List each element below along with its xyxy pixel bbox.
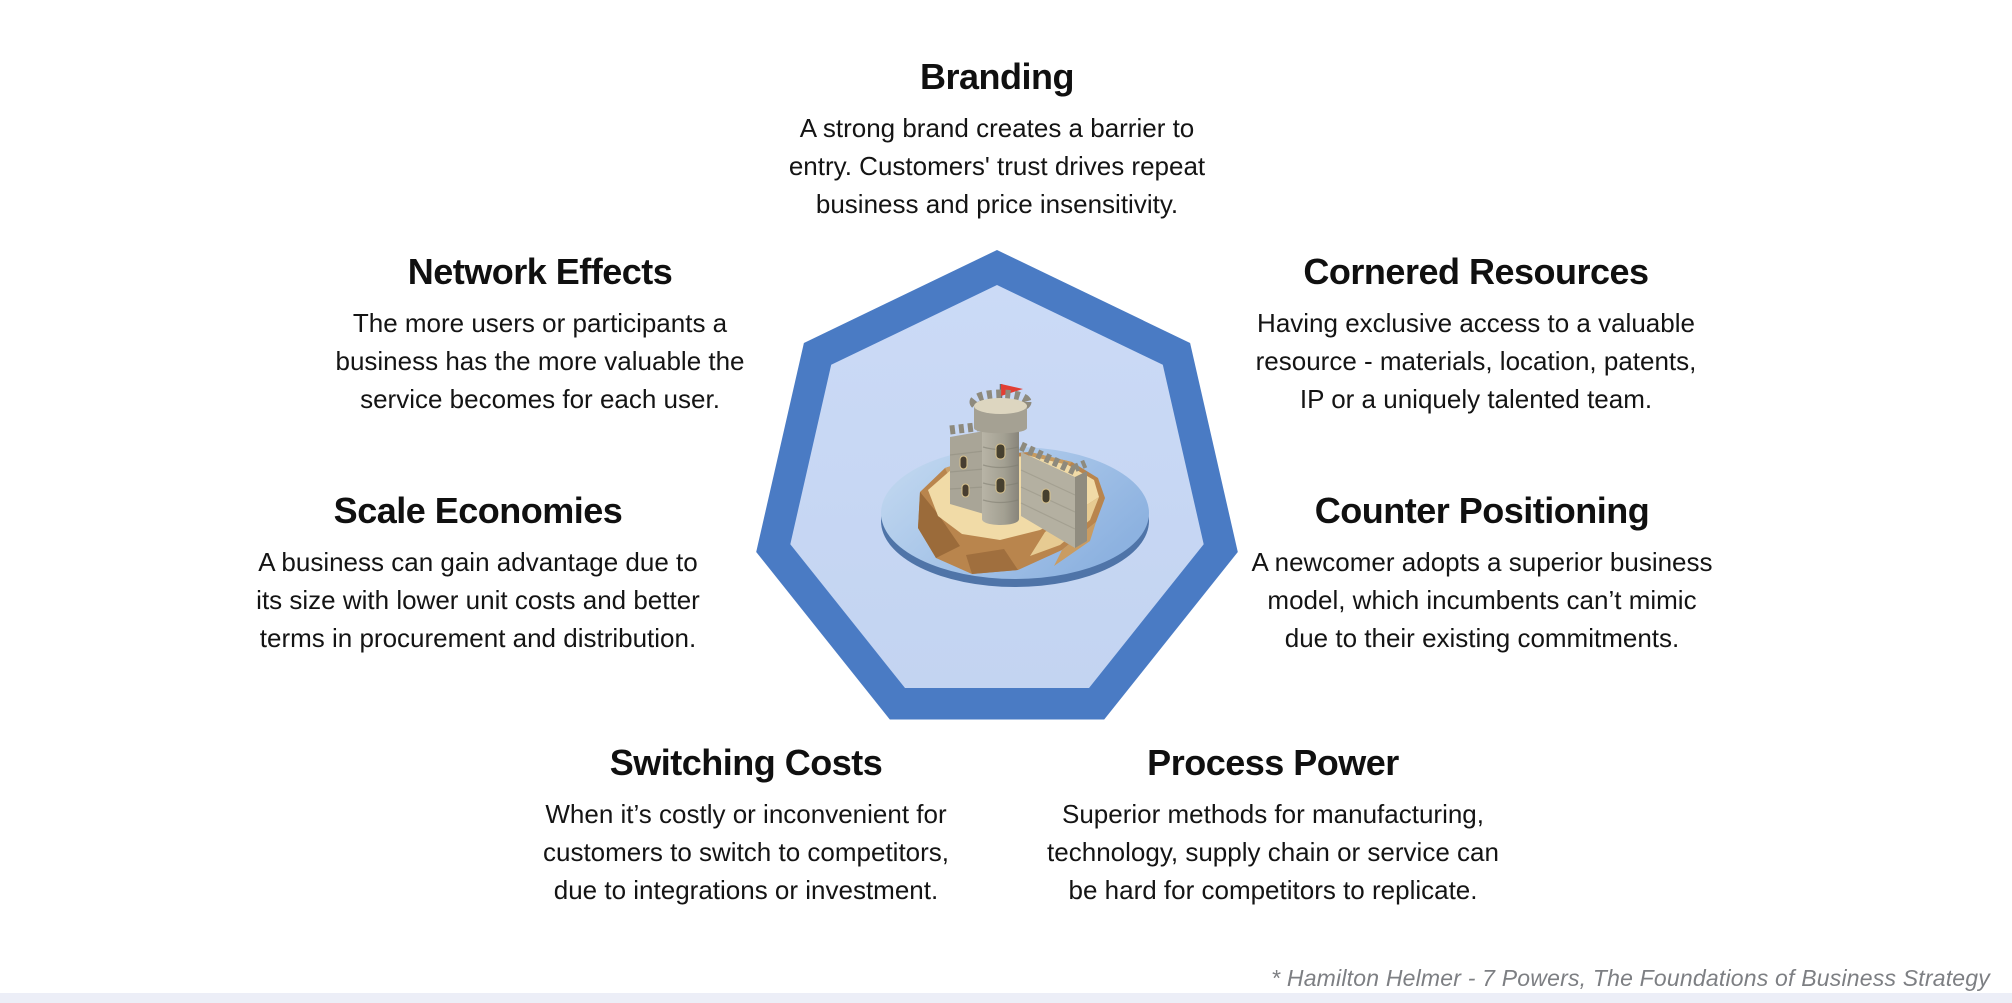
power-scale-economies-title: Scale Economies — [333, 490, 623, 531]
power-process-power-title: Process Power — [1147, 742, 1399, 783]
power-switching-costs-description: When it’s costly or inconvenient for cus… — [542, 799, 950, 905]
power-branding-description: A strong brand creates a barrier to entr… — [788, 113, 1206, 219]
castle-left-wall — [949, 421, 985, 514]
power-cornered-resources-description: Having exclusive access to a valuable re… — [1255, 308, 1697, 414]
power-scale-economies: Scale Economies A business can gain adva… — [256, 489, 700, 657]
power-process-power-description: Superior methods for manufacturing, tech… — [1047, 799, 1499, 905]
power-network-effects: Network Effects The more users or partic… — [335, 250, 744, 418]
power-cornered-resources-title: Cornered Resources — [1303, 251, 1649, 292]
castle-tower — [969, 384, 1032, 525]
power-counter-positioning-title: Counter Positioning — [1314, 490, 1650, 531]
power-cornered-resources: Cornered Resources Having exclusive acce… — [1256, 250, 1697, 418]
power-switching-costs: Switching Costs When it’s costly or inco… — [543, 741, 949, 909]
power-branding-title: Branding — [919, 56, 1075, 97]
power-network-effects-title: Network Effects — [407, 251, 673, 292]
castle-right-wall — [1019, 441, 1089, 548]
tower-top — [974, 398, 1027, 414]
power-counter-positioning-description: A newcomer adopts a superior business mo… — [1251, 547, 1713, 653]
bottom-edge-strip — [0, 993, 2012, 1003]
power-process-power: Process Power Superior methods for manuf… — [1047, 741, 1499, 909]
power-branding: Branding A strong brand creates a barrie… — [789, 55, 1205, 223]
power-switching-costs-title: Switching Costs — [609, 742, 883, 783]
power-network-effects-description: The more users or participants a busines… — [335, 308, 745, 414]
power-counter-positioning: Counter Positioning A newcomer adopts a … — [1251, 489, 1712, 657]
castle-island-illustration — [881, 384, 1149, 587]
power-scale-economies-description: A business can gain advantage due to its… — [256, 547, 700, 653]
attribution-text: * Hamilton Helmer - 7 Powers, The Founda… — [1271, 965, 1990, 991]
